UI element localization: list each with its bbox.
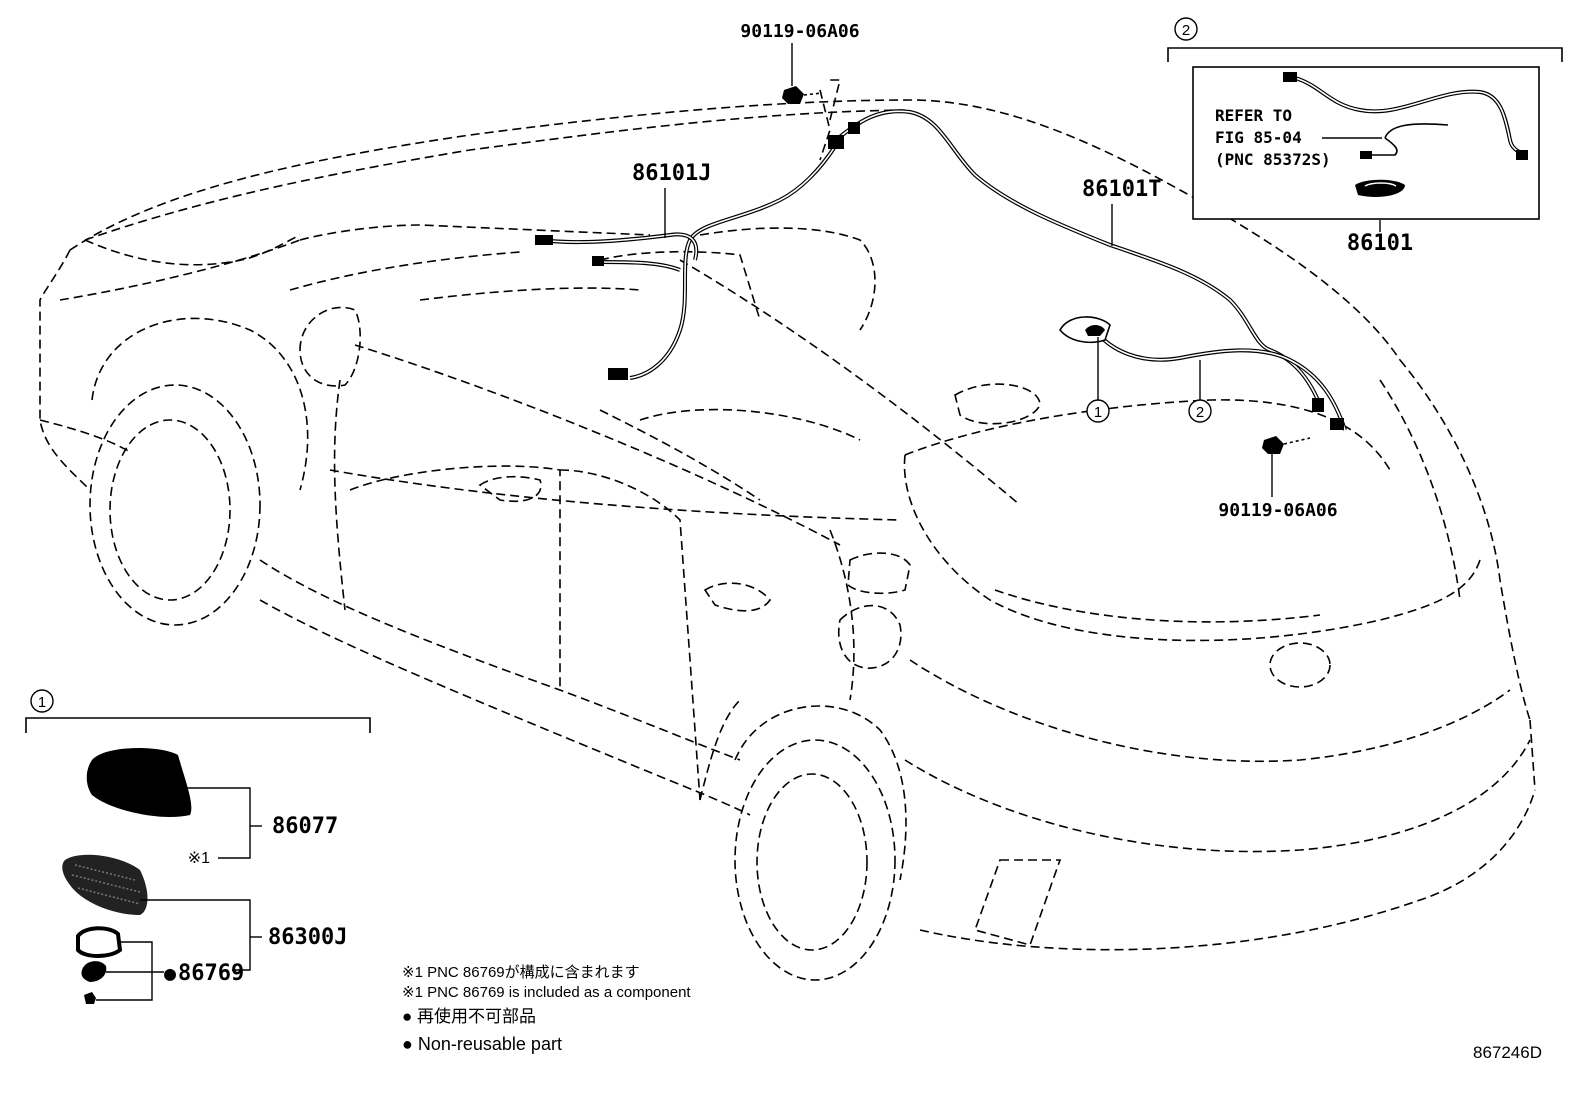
gasket-prefix-mark: ● xyxy=(164,961,176,985)
note-1-jp: ※1 PNC 86769が構成に含まれます xyxy=(402,964,640,981)
refer-line-1: REFER TO xyxy=(1215,106,1292,125)
harness-t-label: 86101T xyxy=(1082,177,1161,202)
gasket-label: 86769 xyxy=(178,961,244,986)
car-outline xyxy=(39,79,1536,981)
bolt-right-label: 90119-06A06 xyxy=(1218,500,1337,521)
note-mark-1: ※1 xyxy=(188,850,210,867)
detail-group-1: 1 86077 ※1 86300J 86769 ● xyxy=(25,689,371,1004)
svg-text:1: 1 xyxy=(1094,404,1102,421)
figure-id: 867246D xyxy=(1473,1043,1542,1062)
note-2-jp: ● 再使用不可部品 xyxy=(402,1006,536,1026)
svg-text:2: 2 xyxy=(1182,22,1190,39)
antenna-assy-icon xyxy=(62,854,148,915)
antenna-cover-icon xyxy=(86,748,192,818)
bolt-top-label: 90119-06A06 xyxy=(740,21,859,42)
pad-icon xyxy=(81,961,107,982)
wire-harness-86101j xyxy=(535,122,860,380)
antenna-connector xyxy=(1085,325,1105,336)
gasket-icon xyxy=(76,926,123,958)
harness-kit-label: 86101 xyxy=(1347,231,1413,256)
bolt-top: 90119-06A06 xyxy=(740,21,860,104)
notes-block: ※1 PNC 86769が構成に含まれます ※1 PNC 86769 is in… xyxy=(402,964,691,1054)
antenna-assy-label: 86300J xyxy=(268,925,347,950)
antenna-cover-label: 86077 xyxy=(272,814,338,839)
note-2-en: ● Non-reusable part xyxy=(402,1034,562,1054)
svg-text:2: 2 xyxy=(1196,404,1204,421)
callout-2-on-car: 2 xyxy=(1188,360,1212,423)
harness-j-label: 86101J xyxy=(632,161,711,186)
wire-harness-86101t xyxy=(834,109,1347,431)
svg-text:1: 1 xyxy=(38,694,46,711)
detail-group-2: 2 REFER TO FIG 85-04 (PNC 85372S) 86101 xyxy=(1167,17,1563,256)
callout-1-on-car: 1 xyxy=(1086,337,1110,423)
bolt-top-icon xyxy=(782,86,804,104)
refer-line-2: FIG 85-04 xyxy=(1215,128,1302,147)
refer-line-3: (PNC 85372S) xyxy=(1215,150,1331,169)
bolt-right: 90119-06A06 xyxy=(1218,436,1338,521)
bolt-right-icon xyxy=(1262,436,1284,454)
screw-icon xyxy=(84,992,96,1004)
note-1-en: ※1 PNC 86769 is included as a component xyxy=(402,984,691,1001)
